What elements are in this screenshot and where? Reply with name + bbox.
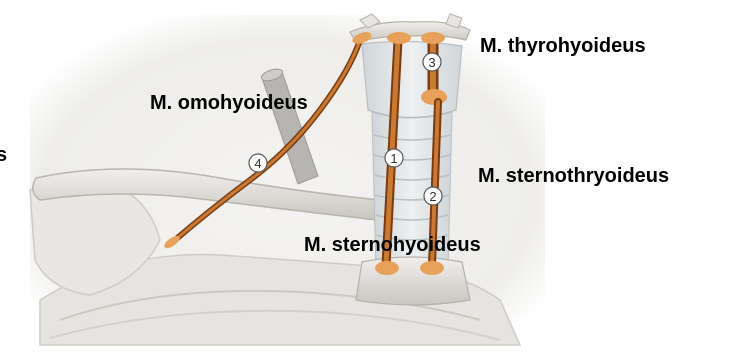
sternum (356, 257, 470, 305)
label-sternothyroideus: M. sternothryoideus (478, 166, 669, 186)
label-omohyoideus: M. omohyoideus (150, 93, 308, 113)
thyroid-cartilage (362, 41, 462, 117)
svg-text:1: 1 (390, 151, 397, 166)
label-cutoff-left: s (0, 145, 7, 165)
svg-text:2: 2 (429, 189, 436, 204)
label-sternohyoideus: M. sternohyoideus (304, 235, 481, 255)
marker-2: 2 (424, 187, 442, 205)
marker-1: 1 (385, 149, 403, 167)
marker-4: 4 (249, 154, 267, 172)
label-thyrohyoideus: M. thyrohyoideus (480, 36, 646, 56)
marker-3: 3 (423, 53, 441, 71)
svg-text:3: 3 (428, 55, 435, 70)
svg-text:4: 4 (254, 156, 261, 171)
